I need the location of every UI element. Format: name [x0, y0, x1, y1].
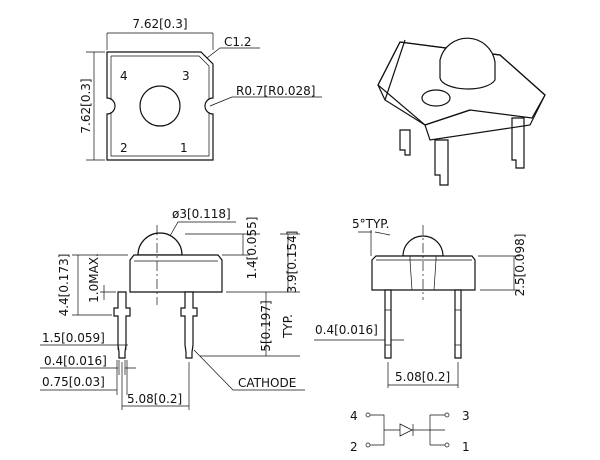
body-height-dim: 4.4[0.173]: [57, 254, 71, 317]
pin-2-label: 2: [120, 141, 128, 155]
total-height-dim: 3.9[0.154]: [285, 231, 299, 294]
side-height-dim: 2.5[0.098]: [513, 234, 527, 297]
top-view: 7.62[0.3] 7.62[0.3] C1.2 R0.7[R0.028] 4 …: [79, 17, 322, 161]
width-dim-line: [106, 32, 214, 50]
lead-left: [113, 291, 131, 359]
side-body: [371, 255, 476, 291]
lead-right: [180, 291, 198, 359]
cathode-label: CATHODE: [238, 376, 296, 390]
side-view: 5°TYP. 2.5[0.098] 0.4[0.016] 5.08[0.2]: [314, 217, 527, 388]
sch-pin-4: 4: [350, 409, 358, 423]
diode-icon: [399, 423, 414, 437]
radius-leader: [209, 96, 322, 107]
sch-pin-2: 2: [350, 440, 358, 454]
height-dim-line: [86, 51, 105, 161]
dome-height-dim: 1.4[0.055]: [245, 217, 259, 280]
height-dim: 7.62[0.3]: [79, 78, 93, 133]
width-dim: 7.62[0.3]: [132, 17, 187, 31]
pin-4-label: 4: [120, 69, 128, 83]
pitch-dim: 5.08[0.2]: [127, 392, 182, 406]
front-view: ø3[0.118] 1.4[0.055] 3.9[0.154] 5[0.197]…: [40, 207, 305, 410]
chamfer-leader: [206, 47, 260, 59]
lead-length-dim: 5[0.197]: [259, 300, 273, 351]
pin-3-label: 3: [182, 69, 190, 83]
radius-label: R0.7[R0.028]: [236, 84, 315, 98]
pin-1-label: 1: [180, 141, 188, 155]
dome: [137, 232, 183, 256]
isometric-view: [377, 37, 546, 186]
draft-angle-dim: 5°TYP.: [352, 217, 389, 231]
lens-circle: [139, 85, 181, 127]
top-inner-outline: [110, 55, 210, 157]
schematic: 4 3 2 1: [350, 409, 470, 454]
lens-dia-dim: ø3[0.118]: [172, 207, 231, 221]
sch-pin-1: 1: [462, 440, 470, 454]
typ-label: TYP.: [281, 314, 295, 339]
shoulder-dim: 1.5[0.059]: [42, 331, 105, 345]
chamfer-label: C1.2: [224, 35, 251, 49]
top-body-outline: [106, 51, 214, 161]
lead-width-dim: 0.4[0.016]: [44, 354, 107, 368]
lead-width2-dim: 0.75[0.03]: [42, 375, 105, 389]
sch-pin-3: 3: [462, 409, 470, 423]
side-pitch-dim: 5.08[0.2]: [395, 370, 450, 384]
max-label: 1.0MAX.: [87, 253, 101, 303]
body: [129, 254, 223, 293]
side-lead-width-dim: 0.4[0.016]: [315, 323, 378, 337]
